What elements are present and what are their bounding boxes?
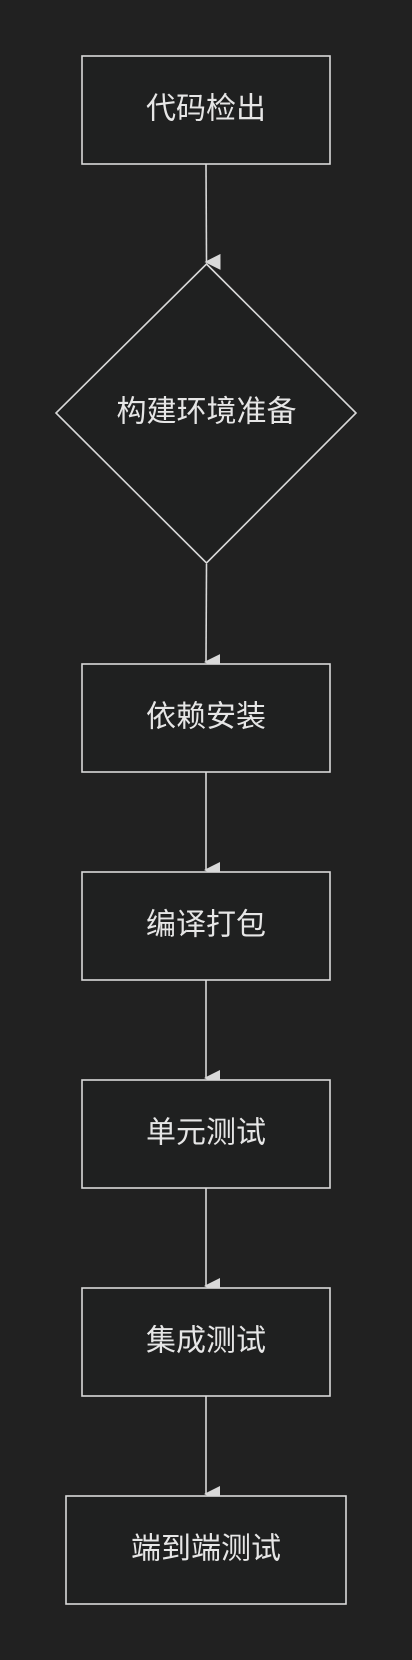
node-e2e-label: 端到端测试	[131, 1532, 281, 1567]
node-build[interactable]: 编译打包	[81, 871, 331, 981]
node-unit-label: 单元测试	[146, 1116, 266, 1151]
node-integration-label: 集成测试	[146, 1324, 266, 1359]
node-env-label: 构建环境准备	[117, 395, 297, 430]
edge-env-deps	[204, 563, 221, 671]
node-checkout-label: 代码检出	[146, 92, 266, 127]
node-integration[interactable]: 集成测试	[81, 1287, 331, 1397]
node-e2e[interactable]: 端到端测试	[65, 1495, 347, 1605]
edge-checkout-env	[204, 163, 221, 270]
node-unit[interactable]: 单元测试	[81, 1079, 331, 1189]
node-build-label: 编译打包	[146, 908, 266, 943]
node-env[interactable]: 构建环境准备	[54, 262, 358, 565]
node-checkout[interactable]: 代码检出	[81, 55, 331, 165]
edges	[204, 163, 221, 1502]
node-deps[interactable]: 依赖安装	[81, 663, 331, 773]
node-deps-label: 依赖安装	[146, 700, 266, 735]
